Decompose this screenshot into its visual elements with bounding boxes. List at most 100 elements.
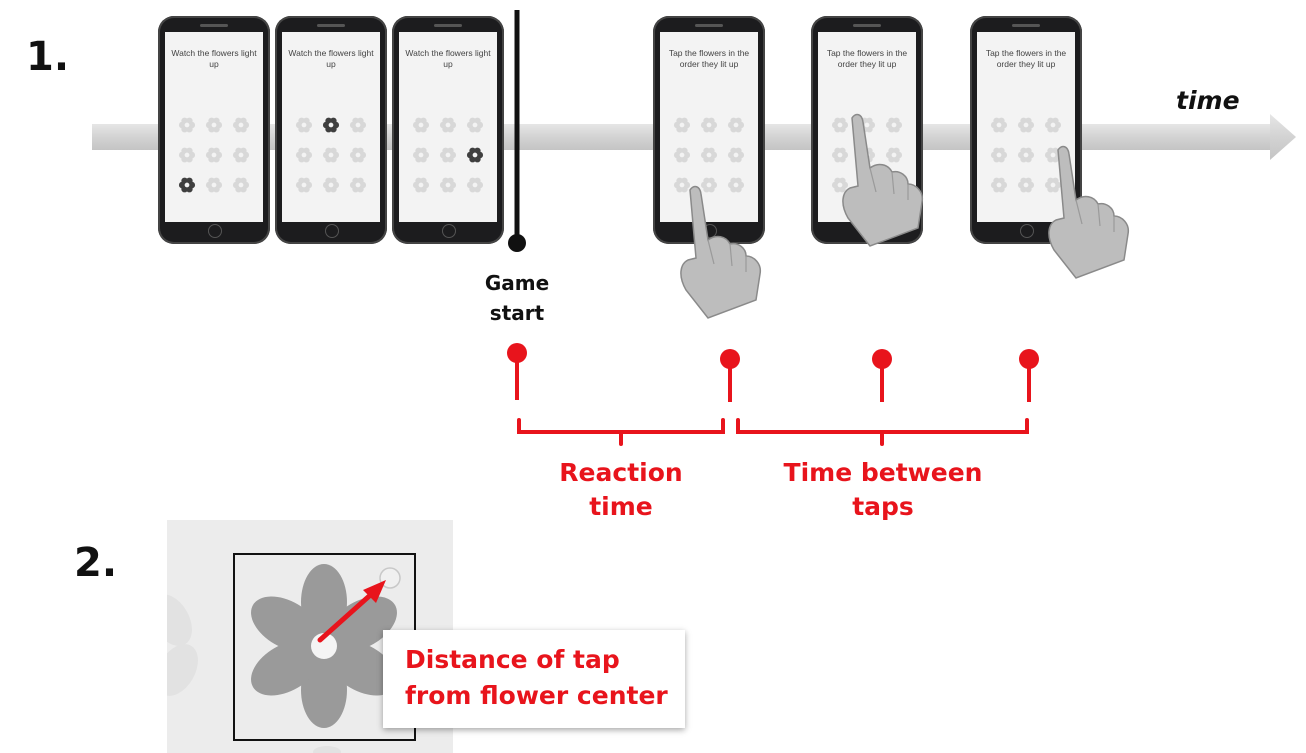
flower-cell[interactable] bbox=[434, 140, 461, 170]
flower-icon bbox=[412, 177, 429, 193]
flower-cell[interactable] bbox=[345, 170, 372, 200]
flower-icon bbox=[467, 147, 484, 163]
flower-icon bbox=[295, 177, 312, 193]
home-button[interactable] bbox=[208, 224, 222, 238]
flower-cell[interactable] bbox=[173, 110, 200, 140]
flower-cell[interactable] bbox=[173, 170, 200, 200]
flower-icon bbox=[178, 147, 195, 163]
flower-cell[interactable] bbox=[462, 110, 489, 140]
flower-cell[interactable] bbox=[1012, 140, 1039, 170]
flower-icon bbox=[1017, 147, 1035, 163]
hand-icon bbox=[1048, 145, 1130, 279]
phone-screen: Watch the flowers light up bbox=[165, 32, 263, 222]
tap-marker-1 bbox=[507, 343, 527, 400]
flower-cell[interactable] bbox=[826, 110, 853, 140]
flower-icon bbox=[350, 177, 367, 193]
flower-cell[interactable] bbox=[695, 140, 722, 170]
flower-cell[interactable] bbox=[462, 140, 489, 170]
flower-grid bbox=[668, 110, 750, 200]
flower-cell[interactable] bbox=[228, 110, 255, 140]
step-number-1: 1. bbox=[26, 34, 70, 80]
flower-icon bbox=[322, 177, 340, 193]
flower-cell[interactable] bbox=[668, 170, 695, 200]
phone-speaker bbox=[695, 24, 723, 27]
flower-icon bbox=[990, 117, 1007, 133]
flower-cell[interactable] bbox=[881, 110, 908, 140]
flower-cell[interactable] bbox=[1012, 170, 1039, 200]
flower-icon bbox=[728, 117, 745, 133]
flower-icon bbox=[700, 177, 718, 193]
status-bar bbox=[399, 32, 497, 36]
phone-3: Watch the flowers light up bbox=[392, 16, 504, 244]
flower-cell[interactable] bbox=[985, 170, 1012, 200]
flower-cell[interactable] bbox=[695, 110, 722, 140]
flower-grid bbox=[290, 110, 372, 200]
flower-cell[interactable] bbox=[345, 140, 372, 170]
time-between-taps-bracket bbox=[736, 418, 1029, 446]
phone-speaker bbox=[317, 24, 345, 27]
phone-1: Watch the flowers light up bbox=[158, 16, 270, 244]
phone-2: Watch the flowers light up bbox=[275, 16, 387, 244]
flower-cell[interactable] bbox=[985, 140, 1012, 170]
home-button[interactable] bbox=[442, 224, 456, 238]
flower-cell[interactable] bbox=[200, 140, 227, 170]
flower-cell[interactable] bbox=[173, 140, 200, 170]
flower-cell[interactable] bbox=[881, 140, 908, 170]
flower-cell[interactable] bbox=[1040, 170, 1067, 200]
flower-icon bbox=[467, 117, 484, 133]
flower-cell[interactable] bbox=[290, 110, 317, 140]
phone-screen: Tap the flowers in the order they lit up bbox=[660, 32, 758, 222]
flower-cell[interactable] bbox=[345, 110, 372, 140]
flower-cell[interactable] bbox=[1040, 110, 1067, 140]
time-axis-label: time bbox=[1176, 86, 1240, 115]
phone-screen: Watch the flowers light up bbox=[399, 32, 497, 222]
phone-instruction: Watch the flowers light up bbox=[288, 48, 374, 69]
flower-icon bbox=[350, 147, 367, 163]
flower-cell[interactable] bbox=[228, 170, 255, 200]
flower-cell[interactable] bbox=[317, 110, 344, 140]
flower-icon bbox=[439, 117, 457, 133]
flower-cell[interactable] bbox=[723, 170, 750, 200]
flower-cell[interactable] bbox=[668, 140, 695, 170]
flower-cell[interactable] bbox=[826, 140, 853, 170]
distance-callout-text: Distance of tap from flower center bbox=[405, 645, 668, 710]
tap-point-icon bbox=[379, 567, 401, 589]
flower-cell[interactable] bbox=[200, 170, 227, 200]
flower-grid bbox=[173, 110, 255, 200]
flower-cell[interactable] bbox=[434, 170, 461, 200]
flower-cell[interactable] bbox=[200, 110, 227, 140]
phone-instruction: Tap the flowers in the order they lit up bbox=[668, 48, 750, 69]
flower-icon bbox=[673, 177, 690, 193]
flower-cell[interactable] bbox=[434, 110, 461, 140]
flower-cell[interactable] bbox=[228, 140, 255, 170]
flower-icon bbox=[295, 147, 312, 163]
flower-icon bbox=[700, 147, 718, 163]
flower-cell[interactable] bbox=[317, 170, 344, 200]
flower-cell[interactable] bbox=[407, 170, 434, 200]
flower-icon bbox=[412, 117, 429, 133]
flower-cell[interactable] bbox=[290, 170, 317, 200]
flower-cell[interactable] bbox=[695, 170, 722, 200]
flower-icon bbox=[831, 147, 848, 163]
flower-cell[interactable] bbox=[826, 170, 853, 200]
flower-cell[interactable] bbox=[668, 110, 695, 140]
reaction-time-label: Reaction time bbox=[559, 458, 683, 521]
phone-6: Tap the flowers in the order they lit up bbox=[970, 16, 1082, 244]
flower-cell[interactable] bbox=[1012, 110, 1039, 140]
flower-cell[interactable] bbox=[985, 110, 1012, 140]
flower-cell[interactable] bbox=[462, 170, 489, 200]
flower-icon bbox=[886, 147, 903, 163]
flower-cell[interactable] bbox=[407, 140, 434, 170]
flower-cell[interactable] bbox=[407, 110, 434, 140]
home-button[interactable] bbox=[325, 224, 339, 238]
flower-icon bbox=[1045, 117, 1062, 133]
phone-4: Tap the flowers in the order they lit up bbox=[653, 16, 765, 244]
flower-cell[interactable] bbox=[723, 140, 750, 170]
home-button[interactable] bbox=[1020, 224, 1034, 238]
flower-icon bbox=[412, 147, 429, 163]
step-number-2: 2. bbox=[74, 540, 118, 586]
flower-cell[interactable] bbox=[723, 110, 750, 140]
flower-cell[interactable] bbox=[317, 140, 344, 170]
flower-icon bbox=[728, 147, 745, 163]
flower-cell[interactable] bbox=[290, 140, 317, 170]
